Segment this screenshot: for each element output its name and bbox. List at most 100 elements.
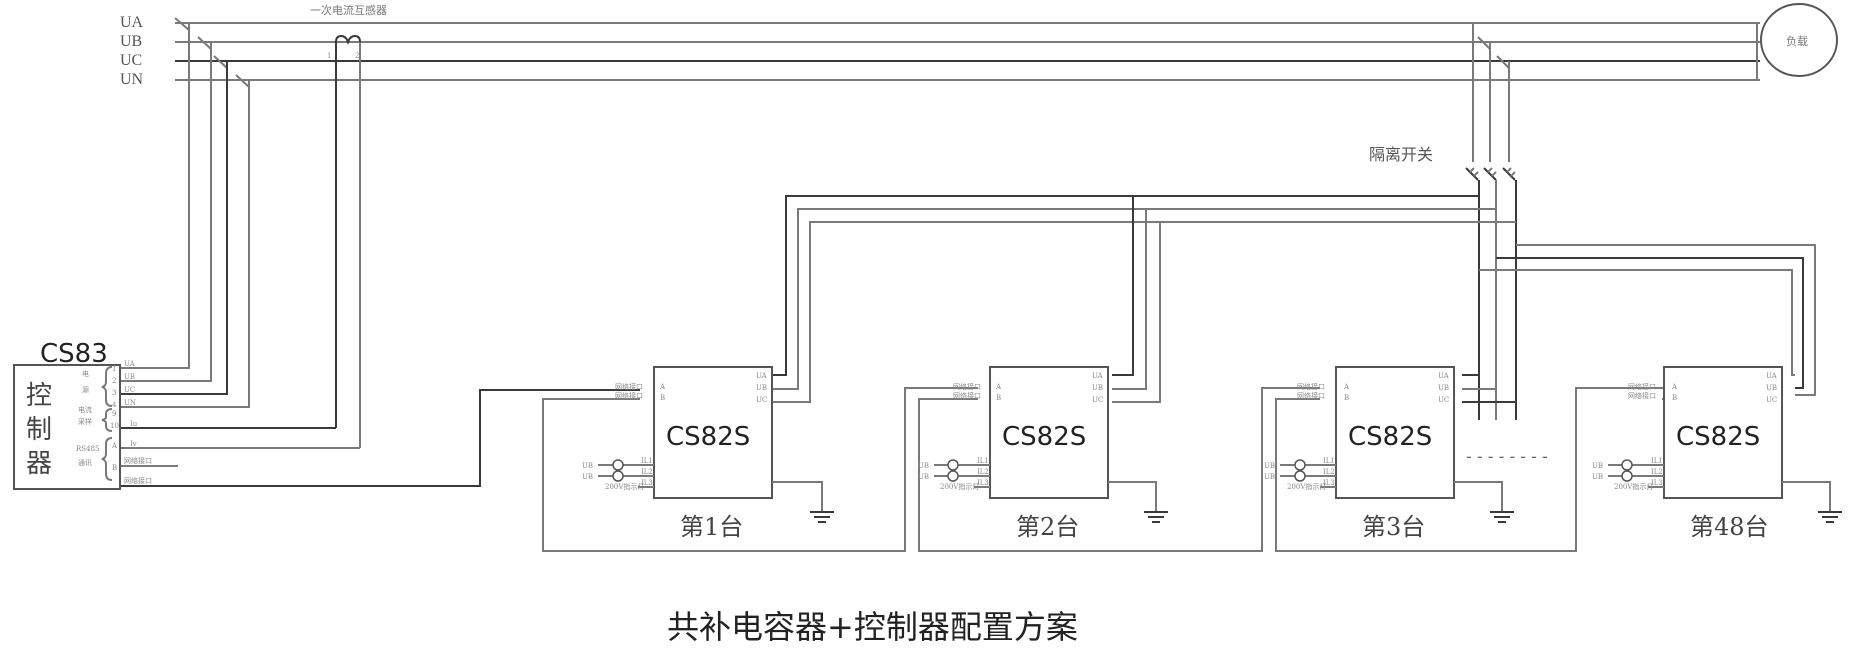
pin-b: B [1672,394,1677,402]
ct-label: 一次电流互感器 [310,3,387,17]
lamp-pin-3: IL3 [977,479,989,487]
lamp-pin-1: IL1 [641,457,653,465]
pin-num-9: 9 [112,410,116,418]
indicator-lamp-icon [612,470,624,482]
pin-ub: UB [1766,384,1777,392]
indicator-lamp-icon [947,470,959,482]
net-label-a: 网络接口 [1628,382,1656,391]
unit-2: CS82S 第2台 网络接口 网络接口 A B UA UB UC UB UB I… [918,366,1168,541]
group-label-current-2: 采样 [78,417,92,426]
pin-a: A [659,383,666,391]
unit-caption: 第2台 [1016,513,1079,541]
group-label-current-1: 电流 [78,405,92,414]
indicator-lamp-icon [1294,470,1306,482]
controller-name-1: 控 [26,381,52,411]
pin-ua: UA [1438,372,1450,380]
pin-sig-3: UC [124,386,135,394]
indicator-lamp-icon [1621,459,1633,471]
lamp-note: 200V指示灯 [1287,482,1326,491]
pin-b: B [996,394,1001,402]
ground-icon [1818,511,1842,523]
continuation-ellipsis: - - - - - - - - [1466,447,1548,466]
ground-icon [810,511,834,523]
rs485-chain [542,387,1670,552]
lamp-pin-2: IL2 [641,468,653,476]
controller-box [13,364,121,490]
pin-sig-2: UB [124,373,135,381]
lamp-pin-3: IL3 [1651,479,1663,487]
net-label-a: 网络接口 [1297,382,1325,391]
lamp-pin-3: IL3 [1323,479,1335,487]
load-label: 负载 [1786,34,1808,48]
unit-1: CS82S 第1台 网络接口 网络接口 A B UA UB UC UB UB I… [582,366,834,541]
indicator-lamp-icon [947,459,959,471]
bus-label-un: UN [120,71,144,88]
lamp-pin-2: IL2 [977,468,989,476]
pin-num-1: 1 [112,365,116,373]
lamp-input-2: UB [1592,473,1603,481]
pin-uc: UC [1766,396,1777,404]
pin-sig-net-b: 网络接口 [124,476,152,485]
ct-terminal-2: 2 [355,52,359,60]
isolator-switch [1465,23,1517,420]
pin-num-10: 10 [110,422,119,430]
lamp-input-2: UB [582,473,593,481]
isolator-label: 隔离开关 [1369,145,1433,164]
group-label-rs485-1: RS485 [76,445,99,453]
controller-name-2: 制 [26,415,52,445]
lamp-pin-1: IL1 [1323,457,1335,465]
unit-model: CS82S [1348,422,1432,452]
pin-uc: UC [1438,396,1449,404]
group-label-power-2: 源 [82,385,89,394]
pin-ua: UA [1092,372,1104,380]
bus-lines [175,22,1760,81]
pin-ub: UB [1092,384,1103,392]
bus-label-ub: UB [120,33,142,50]
ground-icon [1490,511,1514,523]
tap-ticks [174,17,1510,88]
unit-model: CS82S [666,422,750,452]
pin-ua: UA [1766,372,1778,380]
net-label-b: 网络接口 [1628,391,1656,400]
controller-name-3: 器 [26,449,52,479]
pin-num-3: 3 [112,389,116,397]
pin-sig-4: UN [124,399,136,407]
indicator-lamp-icon [1621,470,1633,482]
net-label-a: 网络接口 [953,382,981,391]
load-ellipse [1760,3,1838,77]
pin-b: B [660,394,665,402]
unit-model: CS82S [1002,422,1086,452]
net-label-b: 网络接口 [953,391,981,400]
net-label-a: 网络接口 [615,382,643,391]
controller-feeders [120,23,640,487]
ct-terminal-1: 1 [327,52,331,60]
lamp-pin-1: IL1 [977,457,989,465]
group-label-rs485-2: 通讯 [78,458,92,467]
bus-label-uc: UC [120,52,142,69]
unit-caption: 第48台 [1690,513,1769,541]
pin-a: A [1671,383,1678,391]
pin-sig-net-a: 网络接口 [124,456,152,465]
bus-label-ua: UA [120,14,144,31]
lamp-note: 200V指示灯 [605,482,644,491]
unit-48: CS82S 第48台 网络接口 网络接口 A B UA UB UC UB UB … [1592,366,1842,541]
lamp-input-2: UB [918,473,929,481]
pin-uc: UC [1092,396,1103,404]
pin-num-2: 2 [112,377,116,385]
lamp-input-2: UB [1264,473,1275,481]
lamp-note: 200V指示灯 [940,482,979,491]
current-transformer [335,34,361,448]
distribution-wires [772,195,1816,403]
pin-sig-iv: Iv [130,440,137,448]
indicator-lamp-icon [612,459,624,471]
unit-caption: 第3台 [1362,513,1425,541]
pin-uc: UC [756,396,767,404]
switch-contact-icon [1465,167,1516,181]
net-label-b: 网络接口 [615,391,643,400]
pin-a: A [1343,383,1350,391]
lamp-note: 200V指示灯 [1614,482,1653,491]
lamp-input-1: UB [1264,462,1275,470]
indicator-lamp-icon [1294,459,1306,471]
pin-a: A [995,383,1002,391]
